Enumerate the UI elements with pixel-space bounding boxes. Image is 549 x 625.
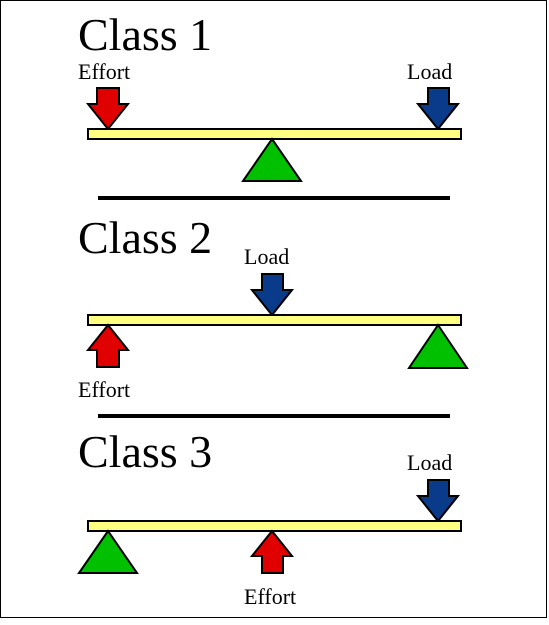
class-3-effort-arrow xyxy=(249,529,295,574)
class-1-effort-arrow xyxy=(85,87,131,131)
class-3-effort-label: Effort xyxy=(244,584,296,609)
class-1-load-arrow xyxy=(415,87,461,131)
class-2-load-arrow xyxy=(249,273,295,317)
class-2-section: Class 2 Load Effort xyxy=(78,212,469,402)
class-1-fulcrum xyxy=(241,137,303,182)
class-3-fulcrum xyxy=(77,529,139,574)
class-3-load-label: Load xyxy=(407,450,452,475)
class-3-load-arrow xyxy=(415,479,461,523)
class-3-beam xyxy=(87,520,462,532)
class-3-title: Class 3 xyxy=(78,426,212,477)
class-2-fulcrum xyxy=(407,323,469,369)
class-2-title: Class 2 xyxy=(78,212,212,263)
class-1-beam xyxy=(87,128,462,140)
class-1-effort-label: Effort xyxy=(78,59,130,84)
class-2-effort-label: Effort xyxy=(78,377,130,402)
class-3-section: Class 3 Load Effort xyxy=(77,426,462,609)
class-2-effort-arrow xyxy=(85,323,131,368)
class-1-section: Class 1 Effort Load xyxy=(78,9,462,182)
class-1-title: Class 1 xyxy=(78,9,212,60)
class-2-beam xyxy=(87,314,462,326)
class-2-load-label: Load xyxy=(244,244,289,269)
class-1-load-label: Load xyxy=(407,59,452,84)
